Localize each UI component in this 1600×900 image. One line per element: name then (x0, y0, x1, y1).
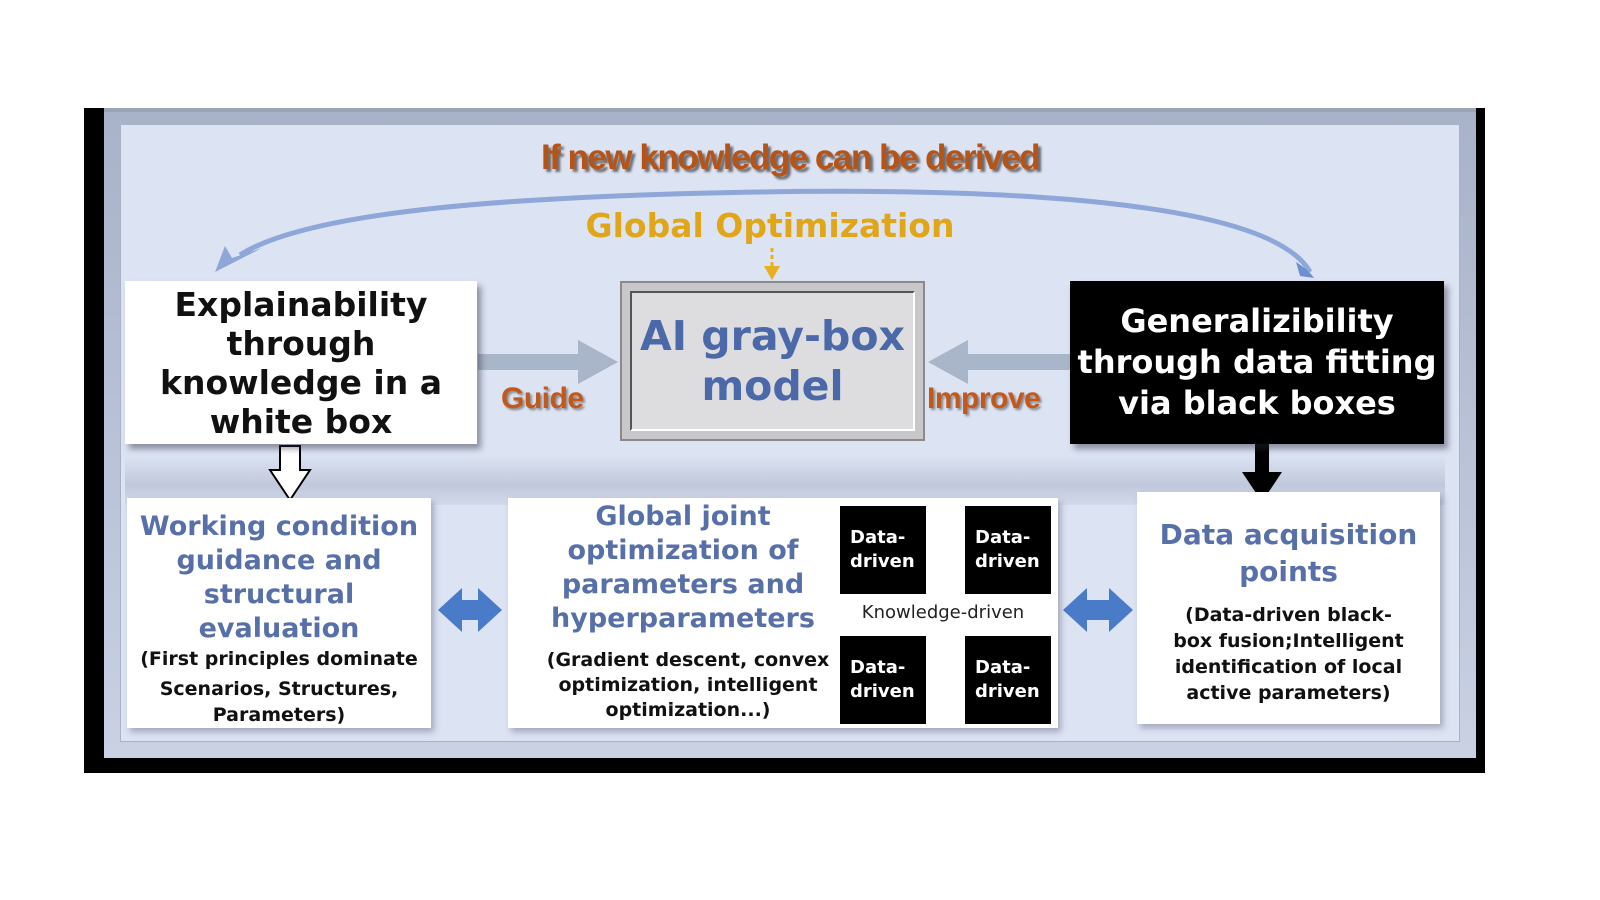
subtitle-line: Scenarios, Structures, (159, 678, 399, 700)
white-down-arrow-icon (268, 445, 312, 502)
frame-top-edge (104, 108, 1476, 112)
global-joint-title: Global joint optimization of parameters … (528, 500, 838, 636)
title-line: hyperparameters (551, 603, 815, 634)
title-line: guidance and (176, 545, 382, 576)
black-down-arrow-shaft (1255, 444, 1269, 474)
cell-line: Data- (850, 657, 906, 678)
feedback-label: If new knowledge can be derived (540, 138, 1041, 177)
global-optimization-label: Global Optimization (585, 206, 955, 245)
title-line: parameters and (561, 569, 805, 600)
working-condition-subtitle: (First principles dominate Scenarios, St… (127, 646, 431, 728)
title-line: Global joint (595, 501, 771, 532)
cell-line: driven (850, 551, 915, 572)
feedback-arc-arrow (238, 188, 1313, 274)
black-box-line: Generalizibility (1120, 302, 1394, 340)
subtitle-line: optimization...) (605, 699, 771, 721)
subtitle-line: Parameters) (212, 704, 346, 726)
subtitle-line: (First principles dominate (140, 648, 418, 670)
feedback-arc-tail (1296, 262, 1314, 278)
improve-arrow-shaft (968, 354, 1070, 370)
subtitle-line: optimization, intelligent (558, 674, 818, 696)
data-acquisition-subtitle: (Data-driven black- box fusion;Intellige… (1137, 602, 1440, 706)
global-opt-arrowhead-icon (764, 266, 780, 280)
subtitle-line: (Data-driven black- (1185, 604, 1392, 626)
white-box-line: Explainability (174, 284, 428, 324)
guide-arrowhead-icon (578, 340, 618, 384)
global-joint-subtitle: (Gradient descent, convex optimization, … (538, 648, 838, 723)
knowledge-driven-label: Knowledge-driven (861, 602, 1025, 623)
black-box-generalizability: Generalizibility through data fitting vi… (1070, 281, 1444, 444)
title-line: points (1239, 555, 1338, 588)
cell-line: driven (975, 551, 1040, 572)
white-box-line: white box (209, 401, 393, 441)
cell-line: Data- (975, 657, 1031, 678)
white-box-explainability: Explainability through knowledge in a wh… (125, 281, 477, 444)
white-box-line: knowledge in a (160, 362, 442, 402)
subtitle-line: active parameters) (1186, 682, 1391, 704)
subtitle-line: box fusion;Intelligent (1173, 630, 1404, 652)
title-line: optimization of (567, 535, 799, 566)
guide-label: Guide (501, 382, 584, 415)
improve-arrowhead-icon (928, 340, 968, 384)
title-line: evaluation (198, 613, 360, 644)
data-driven-cell: Data- driven (840, 506, 926, 594)
data-driven-cell: Data- driven (840, 636, 926, 724)
working-condition-title: Working condition guidance and structura… (127, 510, 431, 646)
double-arrow-left-icon (438, 588, 502, 632)
cell-line: driven (850, 681, 915, 702)
data-driven-cell: Data- driven (965, 636, 1051, 724)
cell-line: driven (975, 681, 1040, 702)
data-acquisition-title: Data acquisition points (1137, 516, 1440, 590)
data-driven-cell: Data- driven (965, 506, 1051, 594)
gray-box-inner: AI gray-box model (630, 291, 915, 431)
gray-box-line: AI gray-box (640, 312, 905, 360)
cell-line: Data- (975, 527, 1031, 548)
subtitle-line: identification of local (1174, 656, 1403, 678)
feedback-arc-head-icon (215, 246, 262, 272)
black-box-line: through data fitting (1077, 343, 1437, 381)
gray-box-line: model (701, 362, 844, 410)
improve-label: Improve (927, 382, 1041, 415)
cell-line: Data- (850, 527, 906, 548)
data-acquisition-box: Data acquisition points (Data-driven bla… (1137, 492, 1440, 724)
black-box-line: via black boxes (1118, 384, 1396, 422)
black-down-arrowhead-icon (1242, 472, 1282, 502)
white-box-line: through (226, 323, 376, 363)
working-condition-box: Working condition guidance and structura… (127, 498, 431, 728)
title-line: Working condition (139, 511, 419, 542)
double-arrow-right-icon (1063, 588, 1133, 632)
title-line: structural (203, 579, 355, 610)
subtitle-line: (Gradient descent, convex (546, 649, 830, 671)
global-joint-optimization-box: Global joint optimization of parameters … (508, 498, 1058, 728)
title-line: Data acquisition (1159, 518, 1418, 551)
gray-box-model: AI gray-box model (620, 281, 925, 441)
guide-arrow-shaft (478, 354, 578, 370)
